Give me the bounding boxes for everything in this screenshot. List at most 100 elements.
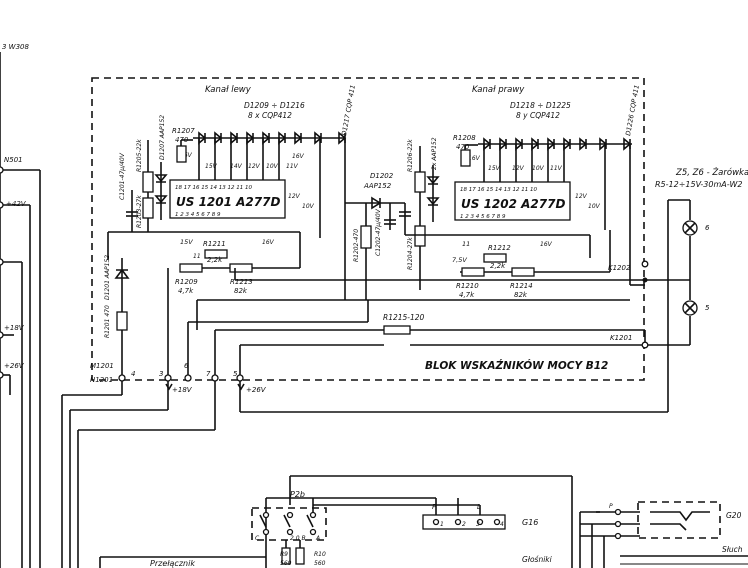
svg-text:11: 11 xyxy=(193,253,201,260)
label-k1202: K1202 xyxy=(608,264,631,272)
resistor-r1208 xyxy=(460,149,471,167)
ic-us1201 xyxy=(169,179,286,219)
svg-text:P: P xyxy=(432,503,437,511)
svg-text:10V: 10V xyxy=(302,203,315,210)
svg-text:5: 5 xyxy=(233,370,238,378)
svg-text:D1202: D1202 xyxy=(370,172,394,180)
svg-text:3: 3 xyxy=(476,521,480,528)
label-lamp-spec: R5-12÷15V-30mA-W2 xyxy=(655,180,742,189)
label-m1201: M1201 xyxy=(90,362,114,370)
right-channel: D1218 ÷ D1225 8 y CQP412 D1226 CQP 411 1… xyxy=(399,84,641,299)
block-title: BLOK WSKAŹNIKÓW MOCY B12 xyxy=(425,359,608,372)
svg-text:12V: 12V xyxy=(248,163,261,170)
svg-text:560: 560 xyxy=(280,560,292,567)
svg-text:1 2 3 4 5 6 7 8 9: 1 2 3 4 5 6 7 8 9 xyxy=(460,214,506,220)
svg-text:P: P xyxy=(609,503,613,510)
svg-text:A: A xyxy=(315,535,320,542)
svg-text:4,7k: 4,7k xyxy=(459,291,475,299)
svg-text:10V: 10V xyxy=(532,165,545,172)
svg-text:R1209: R1209 xyxy=(175,278,198,286)
svg-text:6: 6 xyxy=(184,362,189,370)
svg-text:12V: 12V xyxy=(288,193,301,200)
svg-text:6: 6 xyxy=(705,224,710,232)
label-k1201: K1201 xyxy=(610,334,632,342)
left-edge-wiring xyxy=(0,52,41,568)
svg-text:R1207: R1207 xyxy=(172,127,195,135)
resistor-r1214 xyxy=(511,267,535,277)
svg-text:11V: 11V xyxy=(286,163,299,170)
svg-text:2,2k: 2,2k xyxy=(207,256,223,264)
svg-text:18 17 16 15 14 13 12 11 10: 18 17 16 15 14 13 12 11 10 xyxy=(460,187,537,193)
svg-text:R1215-120: R1215-120 xyxy=(383,313,425,322)
resistor-r1213 xyxy=(229,263,253,273)
connector-g20 xyxy=(579,501,748,568)
svg-text:R9: R9 xyxy=(280,551,288,558)
svg-text:R1204-27k: R1204-27k xyxy=(407,237,414,270)
left-channel: D1209 ÷ D1216 8 x CQP412 D1217 CQP 411 1… xyxy=(107,84,357,370)
label-g20: G20 xyxy=(726,511,742,520)
connector-g16: 1 2 3 4 xyxy=(422,498,506,530)
svg-text:16V: 16V xyxy=(540,241,553,248)
bus-wiring: R1215-120 xyxy=(187,235,668,370)
svg-text:14V: 14V xyxy=(230,163,243,170)
svg-text:C1201-47μ/40V: C1201-47μ/40V xyxy=(119,152,126,200)
svg-text:R1206-22k: R1206-22k xyxy=(407,139,414,172)
svg-text:82k: 82k xyxy=(514,291,528,299)
svg-text:5: 5 xyxy=(705,304,710,312)
svg-text:16V: 16V xyxy=(262,239,275,246)
svg-text:18 17 16 15 14 13 12 11 10: 18 17 16 15 14 13 12 11 10 xyxy=(175,185,252,191)
middle-section: D1202 AAP152 C1202-47μ/40V R1202-470 xyxy=(344,172,405,300)
label-v18-left: +18V xyxy=(4,324,25,332)
svg-text:R1201 470: R1201 470 xyxy=(104,305,111,338)
svg-text:16V: 16V xyxy=(468,155,481,162)
svg-text:82k: 82k xyxy=(234,287,248,295)
svg-text:2,2k: 2,2k xyxy=(490,262,506,270)
svg-text:1 2 3 4 5 6 7 8 9: 1 2 3 4 5 6 7 8 9 xyxy=(175,212,221,218)
label-stuch: Słuch xyxy=(722,545,743,554)
svg-text:R1211: R1211 xyxy=(203,240,226,248)
resistor-r1206 xyxy=(414,171,426,193)
resistor-r1205 xyxy=(142,171,154,193)
ic-us1202-label: US 1202 A277D xyxy=(461,197,565,211)
block-boundary xyxy=(91,77,645,381)
svg-text:R10: R10 xyxy=(314,551,326,558)
svg-text:15V: 15V xyxy=(488,165,501,172)
label-v18: +18V xyxy=(172,386,193,394)
svg-text:11: 11 xyxy=(462,240,470,248)
svg-text:R1210: R1210 xyxy=(456,282,479,290)
label-v26: +26V xyxy=(246,386,267,394)
pot-r1211 xyxy=(204,249,228,259)
label-przelacznik: Przełącznik xyxy=(150,559,195,568)
label-d1218-count: 8 y CQP412 xyxy=(516,111,560,120)
svg-text:4: 4 xyxy=(131,370,135,378)
svg-text:3: 3 xyxy=(159,370,163,378)
svg-text:C1202-47μ/40V: C1202-47μ/40V xyxy=(375,208,382,256)
label-d1217: D1217 CQP 411 xyxy=(340,84,357,136)
svg-text:10V: 10V xyxy=(588,203,601,210)
svg-text:560: 560 xyxy=(314,560,326,567)
svg-text:10V: 10V xyxy=(266,163,279,170)
svg-text:4,7k: 4,7k xyxy=(178,287,194,295)
resistor-r1204 xyxy=(414,225,426,247)
svg-text:16V: 16V xyxy=(292,153,305,160)
resistor-r1203 xyxy=(142,197,154,219)
svg-text:D1207 AAP152: D1207 AAP152 xyxy=(159,115,166,160)
resistor-r1202 xyxy=(360,225,372,249)
label-g16: G16 xyxy=(522,518,538,527)
svg-text:R1203-27k: R1203-27k xyxy=(136,195,143,228)
svg-text:AAP152: AAP152 xyxy=(363,182,392,190)
svg-text:L: L xyxy=(477,503,481,511)
svg-text:C: C xyxy=(255,535,260,542)
resistor-r1215 xyxy=(383,325,411,335)
svg-text:12V: 12V xyxy=(512,165,525,172)
label-lamp-title: Z5, Z6 - Żarówka xyxy=(675,167,748,178)
svg-text:R1213: R1213 xyxy=(230,278,253,286)
lamps xyxy=(667,199,698,412)
svg-text:R1212: R1212 xyxy=(488,244,511,252)
label-d1226: D1226 CQP 411 xyxy=(624,84,641,136)
label-v42: +42V xyxy=(6,200,27,208)
svg-text:R1202-470: R1202-470 xyxy=(353,229,360,262)
svg-text:2x AAP152: 2x AAP152 xyxy=(431,137,438,170)
svg-text:R1205-22k: R1205-22k xyxy=(136,139,143,172)
svg-text:7,5V: 7,5V xyxy=(452,256,467,264)
